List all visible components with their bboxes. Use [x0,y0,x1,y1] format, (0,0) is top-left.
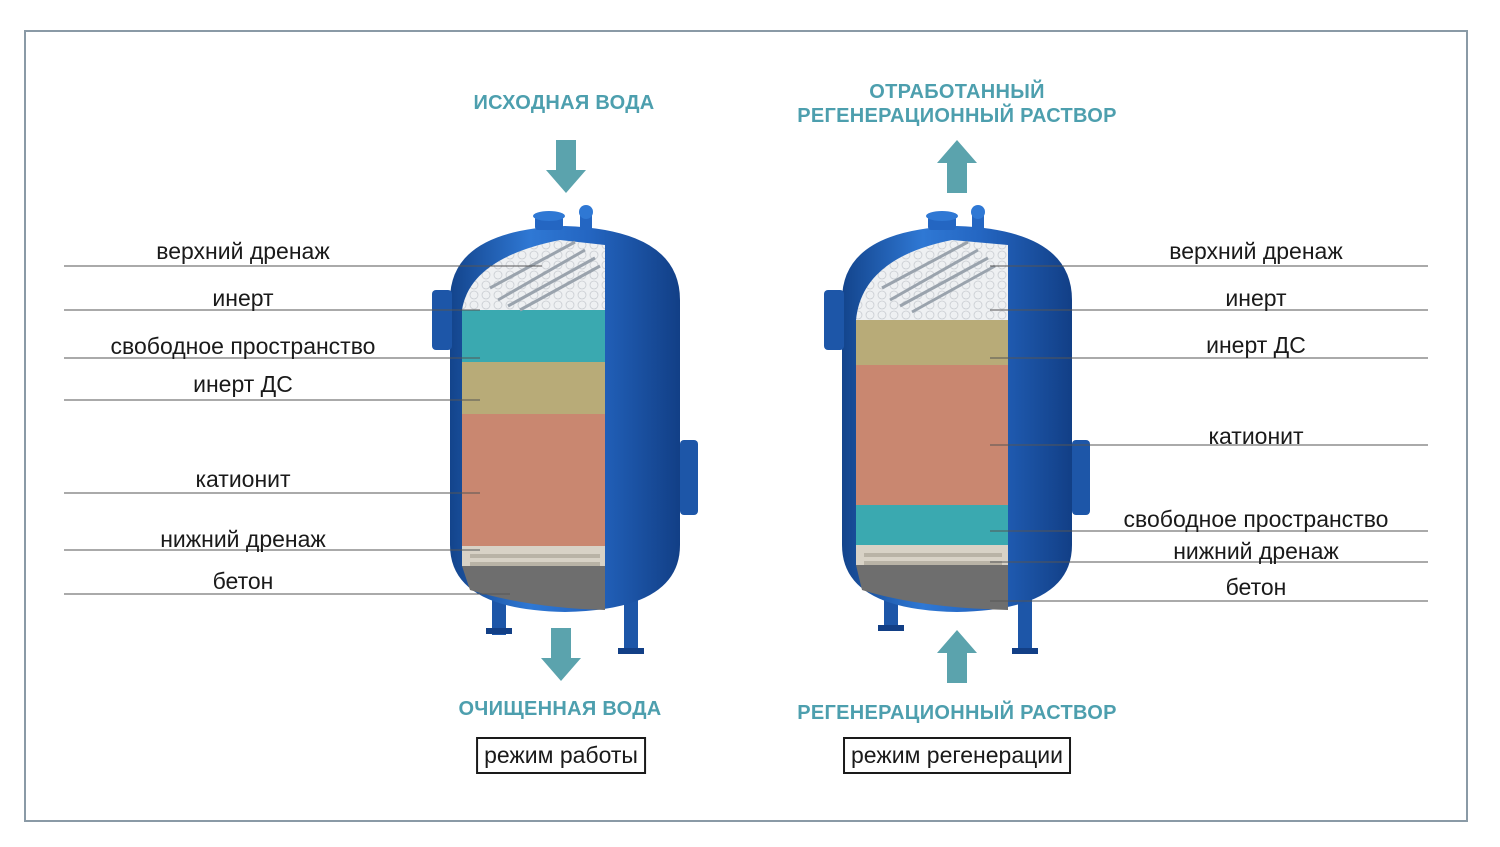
left-label-cation: катионит [195,466,291,492]
tank-leg [1018,590,1032,652]
regen-solution-label: РЕГЕНЕРАЦИОННЫЙ РАСТВОР [797,702,1117,724]
right-label-lower-drain: нижний дренаж [1173,538,1339,564]
left-label-lower-drain: нижний дренаж [160,526,326,552]
regeneration-mode-box: режим регенерации [843,737,1071,775]
free-space-layer [462,310,605,362]
inert-layer [856,240,1008,320]
right-label-inert-ds: инерт ДС [1206,332,1306,358]
diagram-frame [24,30,1468,822]
spent-solution-label-line2: РЕГЕНЕРАЦИОННЫЙ РАСТВОР [797,105,1117,127]
left-label-concrete: бетон [212,568,274,594]
right-label-concrete: бетон [1225,574,1287,600]
left-label-inert: инерт [212,285,274,311]
cation-layer [462,414,605,546]
inlet-arrow-up [937,630,977,683]
side-flange [824,290,844,350]
left-tank [432,205,698,654]
inert-ds-layer [462,362,605,414]
right-label-inert: инерт [1225,285,1287,311]
cation-layer [856,365,1008,505]
right-label-upper-drain: верхний дренаж [1169,238,1343,264]
right-tank [824,205,1090,654]
left-label-inert-ds: инерт ДС [193,371,293,397]
tank-leg [624,590,638,652]
free-space-layer [856,505,1008,545]
upper-drain [881,240,996,314]
outlet-arrow-up [937,140,977,193]
operation-mode-box: режим работы [476,737,646,775]
side-flange [432,290,452,350]
inert-ds-layer [856,320,1008,365]
concrete-layer [856,565,1008,610]
treated-water-label: ОЧИЩЕННАЯ ВОДА [458,698,662,720]
concrete-layer [462,566,605,610]
side-flange [680,440,698,515]
spent-solution-label-line1: ОТРАБОТАННЫЙ [869,81,1045,103]
right-leader-lines [990,265,1428,602]
left-leader-lines [64,265,542,595]
right-label-cation: катионит [1208,423,1304,449]
right-label-free-space: свободное пространство [1123,506,1389,532]
inlet-water-label: ИСХОДНАЯ ВОДА [473,92,655,114]
side-flange [1072,440,1090,515]
upper-drain [489,240,601,312]
left-label-upper-drain: верхний дренаж [156,238,330,264]
left-label-free-space: свободное пространство [110,333,376,359]
inlet-arrow-down [546,140,586,193]
lower-drain-pipes [470,554,600,566]
outlet-arrow-down [541,628,581,681]
lower-drain-pipes [864,553,1002,565]
